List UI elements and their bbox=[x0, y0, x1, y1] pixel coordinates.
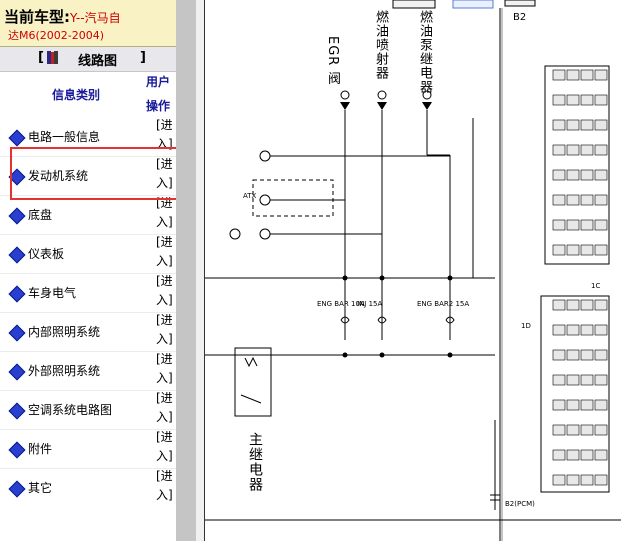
diamond-bullet-icon bbox=[8, 480, 26, 498]
column-operation: 操作 bbox=[146, 99, 171, 113]
panel-splitter[interactable] bbox=[176, 0, 196, 541]
list-item[interactable]: 其它 [进入] bbox=[0, 469, 176, 507]
fuse-eng-bar2-label: ENG BAR2 15A bbox=[417, 300, 470, 308]
list-item[interactable]: 内部照明系统 [进入] bbox=[0, 313, 176, 352]
current-model-years: 达M6(2002-2004) bbox=[8, 29, 105, 42]
left-panel: 当前车型:Y--汽马自 达M6(2002-2004) [ 线路图 ] 用户 信息… bbox=[0, 0, 187, 541]
connector-b2-pcm-label: B2(PCM) bbox=[505, 500, 535, 508]
enter-link[interactable]: [进入] bbox=[156, 157, 173, 190]
fuse-inj-label: INJ 15A bbox=[357, 300, 383, 308]
list-item-label[interactable]: 附件 bbox=[28, 442, 53, 456]
list-item-label[interactable]: 其它 bbox=[28, 481, 53, 495]
diamond-bullet-icon bbox=[8, 441, 26, 459]
list-item-label[interactable]: 仪表板 bbox=[28, 247, 65, 261]
diamond-bullet-icon bbox=[8, 402, 26, 420]
list-item[interactable]: 外部照明系统 [进入] bbox=[0, 352, 176, 391]
current-model-box: 当前车型:Y--汽马自 达M6(2002-2004) bbox=[0, 0, 176, 47]
diagram-scrollbar[interactable] bbox=[196, 0, 205, 541]
book-icon bbox=[47, 51, 58, 64]
connector-1c-label: 1C bbox=[591, 282, 601, 290]
diamond-bullet-icon bbox=[8, 246, 26, 264]
wiring-title: 线路图 bbox=[78, 54, 118, 69]
main-relay-label: 主继电器 bbox=[247, 432, 263, 492]
wiring-diagram-view[interactable]: EGR 阀 燃油喷射器 燃油泵继电器 主继电器 B2 ATX ENG BAR 1… bbox=[205, 0, 621, 541]
diamond-bullet-icon bbox=[8, 285, 26, 303]
list-item-label[interactable]: 外部照明系统 bbox=[28, 364, 101, 378]
current-model-label: 当前车型: bbox=[4, 8, 70, 26]
enter-link[interactable]: [进入] bbox=[156, 391, 173, 424]
diamond-bullet-icon bbox=[8, 363, 26, 381]
enter-link[interactable]: [进入] bbox=[156, 430, 173, 463]
enter-link[interactable]: [进入] bbox=[156, 313, 173, 346]
selection-highlight bbox=[10, 147, 187, 200]
column-user: 用户 bbox=[146, 75, 171, 89]
current-model-line: 当前车型:Y--汽马自 bbox=[4, 6, 121, 27]
open-bracket: [ bbox=[38, 50, 44, 65]
enter-link[interactable]: [进入] bbox=[156, 352, 173, 385]
list-item-label[interactable]: 车身电气 bbox=[28, 286, 77, 300]
wiring-diagram-svg bbox=[205, 0, 621, 541]
wiring-diagram-header: [ 线路图 ] bbox=[0, 47, 176, 72]
list-item[interactable]: 发动机系统 [进入] bbox=[0, 157, 176, 196]
diamond-bullet-icon bbox=[8, 129, 26, 147]
close-bracket: ] bbox=[140, 50, 146, 65]
list-item[interactable]: 底盘 [进入] bbox=[0, 196, 176, 235]
diamond-bullet-icon bbox=[8, 207, 26, 225]
connector-1d-label: 1D bbox=[521, 322, 531, 330]
list-item-label[interactable]: 内部照明系统 bbox=[28, 325, 101, 339]
list-item-label[interactable]: 底盘 bbox=[28, 208, 53, 222]
enter-link[interactable]: [进入] bbox=[156, 274, 173, 307]
enter-link[interactable]: [进入] bbox=[156, 235, 173, 268]
egr-valve-label: EGR 阀 bbox=[325, 36, 340, 86]
connector-b2-label: B2 bbox=[513, 12, 527, 23]
atx-label: ATX bbox=[243, 192, 257, 200]
fuel-pump-relay-label: 燃油泵继电器 bbox=[417, 10, 432, 94]
list-item[interactable]: 车身电气 [进入] bbox=[0, 274, 176, 313]
list-item-label[interactable]: 发动机系统 bbox=[28, 169, 89, 183]
enter-link[interactable]: [进入] bbox=[156, 469, 173, 502]
list-item[interactable]: 空调系统电路图 [进入] bbox=[0, 391, 176, 430]
list-item[interactable]: 仪表板 [进入] bbox=[0, 235, 176, 274]
current-model-name: Y--汽马自 bbox=[70, 11, 121, 25]
column-category: 信息类别 bbox=[52, 88, 101, 102]
diamond-bullet-icon bbox=[8, 324, 26, 342]
list-item-label[interactable]: 空调系统电路图 bbox=[28, 403, 113, 417]
injector-label: 燃油喷射器 bbox=[373, 10, 388, 80]
fuse-eng-bar-label: ENG BAR 10A bbox=[317, 300, 365, 308]
list-item[interactable]: 附件 [进入] bbox=[0, 430, 176, 469]
list-item-label[interactable]: 电路一般信息 bbox=[28, 130, 101, 144]
